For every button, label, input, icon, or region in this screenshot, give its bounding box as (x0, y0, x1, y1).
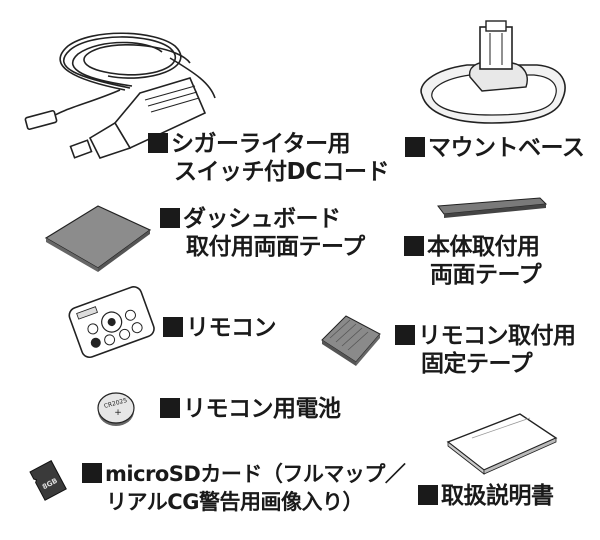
remote-tape-illustration (321, 315, 381, 366)
microsd-illustration: 8GB (29, 460, 67, 501)
bullet-square (395, 325, 415, 345)
label-microsd: microSDカード（フルマップ／ リアルCG警告用画像入り） (82, 460, 406, 516)
label-remote: リモコン (163, 314, 277, 342)
bullet-square (160, 208, 180, 228)
bullet-square (418, 485, 438, 505)
mount-base-illustration (420, 20, 566, 124)
battery-illustration: CR2025 + (97, 392, 135, 426)
body-tape-illustration (437, 197, 548, 218)
bullet-square (404, 236, 424, 256)
bullet-square (160, 398, 180, 418)
label-dc-cord: シガーライター用 スイッチ付DCコード (148, 130, 389, 186)
svg-text:+: + (114, 408, 122, 418)
label-mount-base: マウントベース (405, 134, 585, 162)
label-battery: リモコン用電池 (160, 395, 341, 423)
bullet-square (148, 133, 168, 153)
bullet-square (405, 137, 425, 157)
label-remote-tape: リモコン取付用 固定テープ (395, 322, 576, 378)
dc-cord-illustration (24, 32, 216, 159)
label-body-tape: 本体取付用 両面テープ (404, 233, 542, 289)
bullet-square (82, 463, 102, 483)
label-manual: 取扱説明書 (418, 482, 554, 510)
label-dash-tape: ダッシュボード 取付用両面テープ (160, 205, 365, 261)
manual-illustration (446, 413, 558, 475)
dash-tape-illustration (44, 205, 152, 272)
remote-illustration (68, 286, 155, 359)
bullet-square (163, 317, 183, 337)
